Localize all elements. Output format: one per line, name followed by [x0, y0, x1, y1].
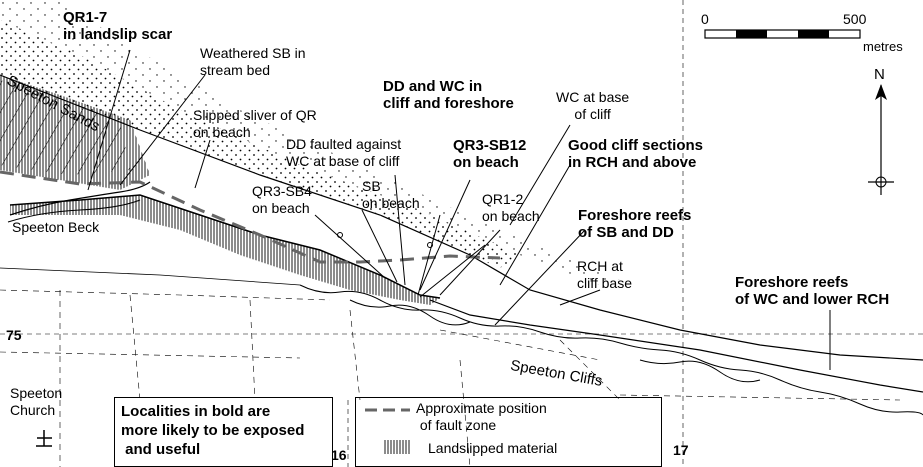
label-qr1-7: QR1-7 in landslip scar: [63, 9, 173, 43]
label-dd-faulted: DD faulted against WC at base of cliff: [286, 136, 402, 169]
label-good-cliff: Good cliff sections in RCH and above: [568, 137, 704, 171]
grid-label-75: 75: [6, 327, 22, 343]
legend-box: Approximate position of fault zone Lands…: [355, 397, 662, 467]
label-qr3-sb12: QR3-SB12 on beach: [453, 137, 527, 171]
scale-max: 500: [843, 11, 867, 27]
label-speeton-beck: Speeton Beck: [12, 219, 100, 235]
church-icon: [36, 430, 52, 447]
landslip-scar-diagonal: [0, 80, 130, 175]
legend-landslip-label: Landslipped material: [428, 440, 558, 456]
note-text: Localities in bold are more likely to be…: [121, 403, 305, 458]
speeton-sands-area: [0, 0, 520, 268]
foreshore-reefs: [299, 284, 923, 416]
label-foreshore-sb-dd: Foreshore reefs of SB and DD: [578, 207, 692, 241]
legend-fault-label: Approximate position of fault zone: [416, 400, 547, 433]
note-box: Localities in bold are more likely to be…: [114, 397, 333, 467]
label-wc-base: WC at base of cliff: [556, 89, 630, 122]
north-arrow-icon: [868, 84, 894, 195]
label-sb-beach: SB on beach: [362, 178, 420, 211]
label-speeton-church: Speeton Church: [10, 385, 63, 418]
upper-dotted-zone: [0, 0, 620, 285]
north-label: N: [874, 66, 885, 83]
scale-unit: metres: [863, 39, 903, 54]
scale-zero: 0: [701, 11, 709, 27]
legend-landslip-symbol: [383, 440, 411, 454]
cliff-base-line: [429, 299, 923, 393]
label-weathered-sb: Weathered SB in stream bed: [200, 45, 306, 78]
grid-label-17: 17: [673, 442, 689, 458]
speeton-beck: [9, 181, 151, 216]
label-dd-wc-cliff: DD and WC in cliff and foreshore: [383, 78, 514, 112]
grid-label-16: 16: [331, 447, 347, 463]
landslipped-band: [10, 195, 440, 305]
label-rch-cliff: RCH at cliff base: [577, 258, 632, 291]
label-slipped-sliver: Slipped sliver of QR on beach: [193, 107, 317, 140]
fault-zone-line: [0, 170, 501, 264]
label-qr1-2: QR1-2 on beach: [482, 191, 540, 224]
scale-bar: [704, 29, 861, 39]
label-qr3-sb4: QR3-SB4 on beach: [252, 183, 312, 216]
label-foreshore-wc-rch: Foreshore reefs of WC and lower RCH: [735, 274, 890, 308]
cliff-line: [0, 74, 923, 361]
